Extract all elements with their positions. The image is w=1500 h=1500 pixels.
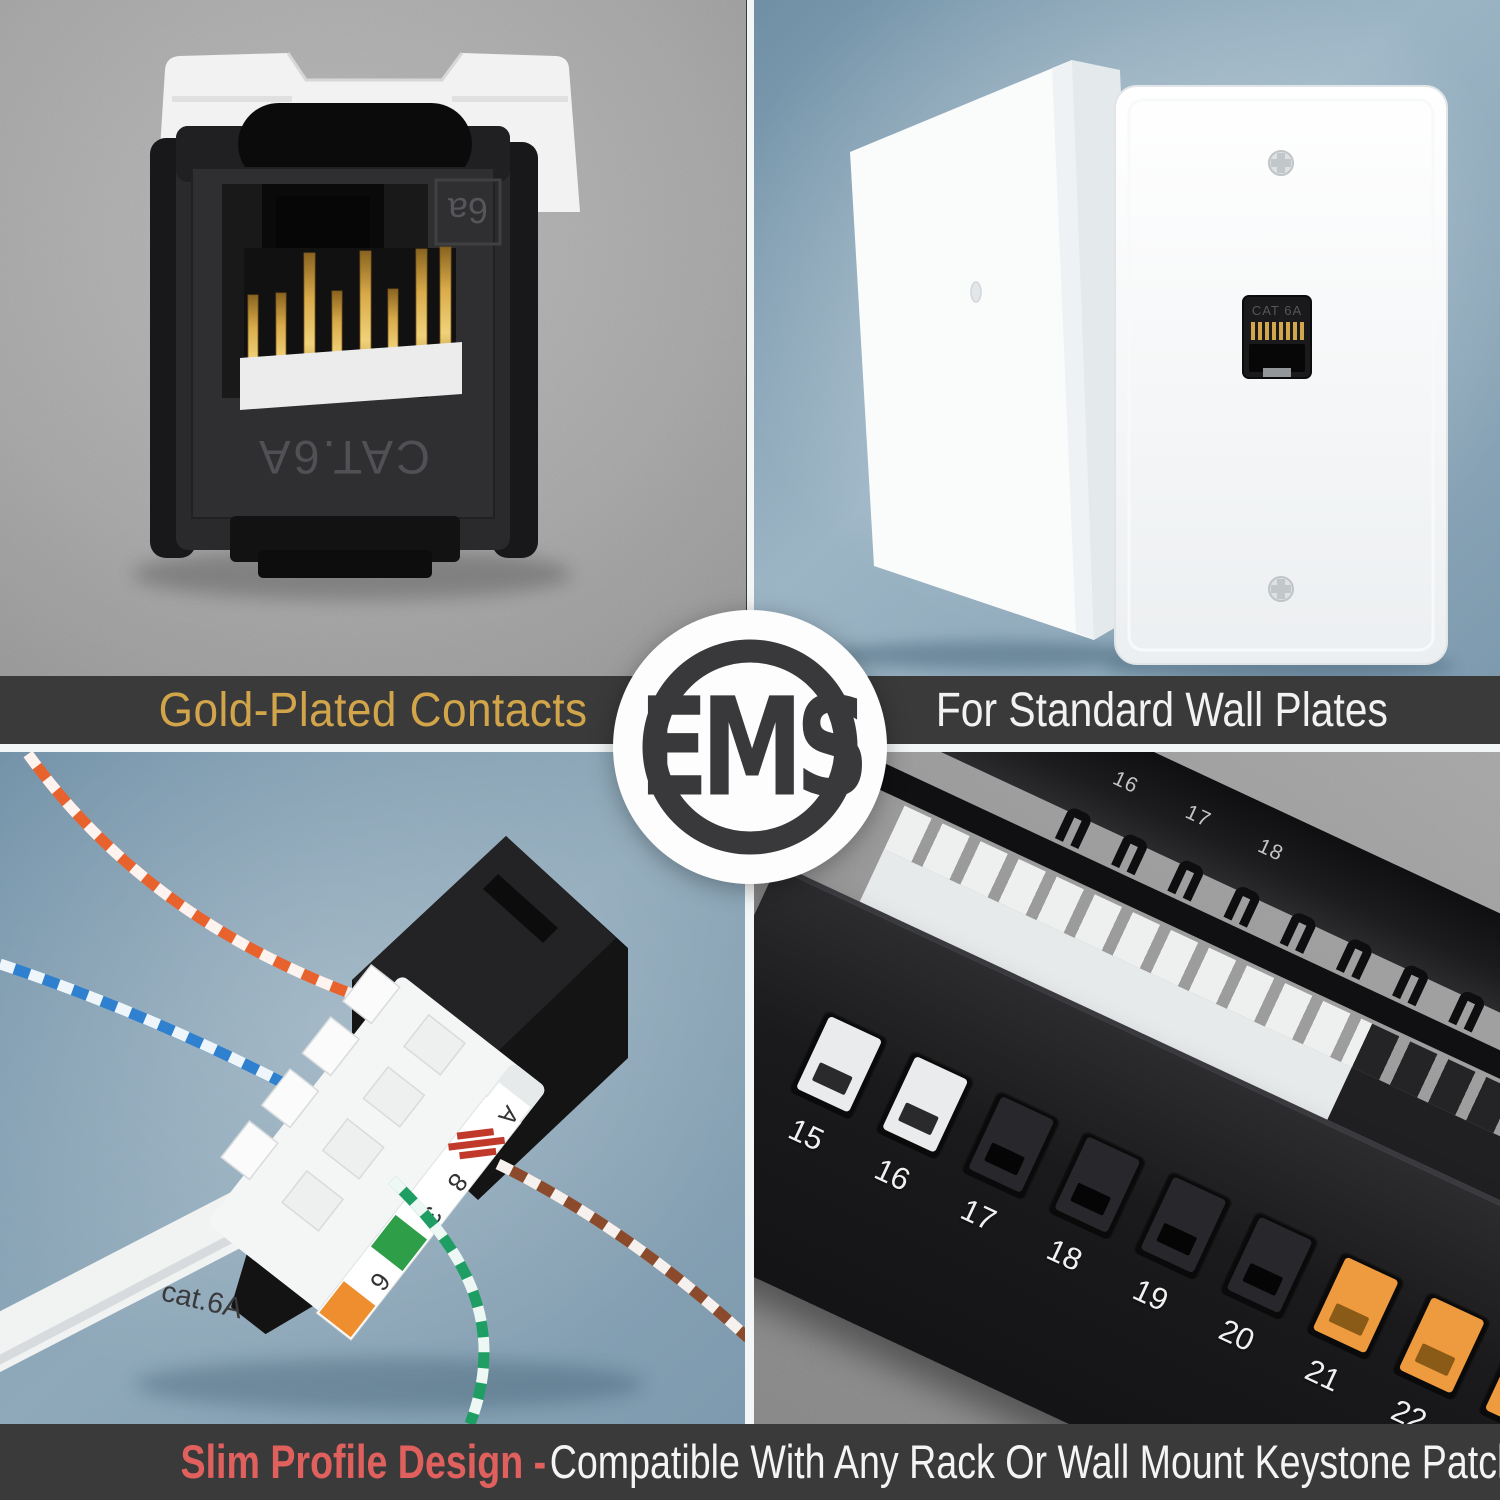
port-number: 16 — [869, 1151, 916, 1198]
rj45-slot — [897, 1102, 939, 1136]
rail-number: 18 — [1254, 834, 1288, 866]
port-frame — [1218, 1208, 1321, 1322]
6a-marking: 6a — [447, 190, 488, 231]
keystone-face — [1054, 1136, 1141, 1234]
green-wire-pair — [388, 1176, 490, 1424]
plate-port-label: CAT 6A — [1252, 303, 1302, 318]
keystone-face — [881, 1055, 969, 1153]
port-frame — [787, 1007, 891, 1121]
caption-gold-plated-wrap: Gold-Plated Contacts — [0, 676, 746, 744]
rj45-slot — [983, 1142, 1026, 1176]
rj45-slot — [811, 1062, 853, 1096]
keystone-face — [795, 1015, 883, 1113]
photo-keystone-jack-front: 6a CAT.6A — [0, 0, 746, 677]
port-number: 21 — [1299, 1352, 1346, 1399]
punchdown-jack-illustration: 6 3 8 A cat.6A — [0, 752, 746, 1424]
ems-monogram: EMS — [638, 669, 862, 827]
wall-plates-illustration: 1 2 3 4 — [754, 0, 1500, 676]
port-number: 17 — [955, 1191, 1002, 1238]
screw-hole-bottom — [1268, 576, 1294, 602]
rj45-slot — [1156, 1222, 1198, 1256]
photo-punchdown-jack: 6 3 8 A cat.6A — [0, 752, 746, 1424]
port-frame — [1132, 1168, 1235, 1282]
rj45-slot — [1414, 1343, 1456, 1377]
port-frame — [1390, 1288, 1493, 1402]
port-frame — [960, 1088, 1063, 1201]
port-number: 18 — [1041, 1231, 1088, 1279]
screw-hole-top — [1268, 150, 1294, 176]
caption-slim-rest: Compatible With Any Rack Or Wall Mount K… — [549, 1435, 1500, 1488]
keystone-face — [1226, 1216, 1313, 1314]
6a-marking-box — [434, 178, 502, 246]
port-frame — [1046, 1128, 1149, 1242]
port-number: 15 — [783, 1111, 830, 1158]
caption-gold-plated: Gold-Plated Contacts — [158, 683, 588, 737]
wall-plate-profile — [850, 60, 1142, 640]
caption-wall-plates-wrap: For Standard Wall Plates — [754, 676, 1500, 744]
wall-plate-front: CAT 6A — [1114, 85, 1448, 665]
ems-logo-ring — [642, 639, 858, 855]
keystone-face — [1312, 1256, 1399, 1354]
keystone-face — [1484, 1336, 1500, 1424]
divider-vertical-bottom — [745, 752, 754, 1424]
photo-wall-plates: 1 2 3 4 — [754, 0, 1500, 676]
caption-wall-plates: For Standard Wall Plates — [935, 683, 1389, 737]
rj45-slot — [1242, 1262, 1284, 1297]
keystone-face — [1398, 1296, 1485, 1394]
plate-port: CAT 6A — [1242, 295, 1312, 379]
brown-wire-pair — [495, 1159, 746, 1343]
rail-number: 16 — [1109, 766, 1143, 799]
port-frame — [874, 1047, 977, 1161]
pin-base-bar — [240, 342, 462, 410]
rj45-slot — [1328, 1302, 1370, 1337]
port-number: 19 — [1127, 1271, 1174, 1319]
rail-number: 17 — [1181, 800, 1215, 833]
caption-band-bottom: Slim Profile Design - Compatible With An… — [0, 1424, 1500, 1500]
keystone-face — [1140, 1176, 1227, 1274]
keystone-face — [968, 1095, 1055, 1193]
divider-vertical-top — [747, 0, 754, 677]
cat6a-marking: CAT.6A — [256, 431, 430, 484]
rj45-slot — [1070, 1182, 1112, 1216]
port-number: 20 — [1213, 1312, 1260, 1359]
ems-logo: EMS — [613, 610, 887, 884]
jack-latch — [238, 103, 472, 185]
keystone-jack-front-illustration: 6a CAT.6A — [0, 0, 746, 677]
caption-slim-highlight: Slim Profile Design - — [180, 1435, 547, 1488]
port-frame — [1304, 1248, 1407, 1362]
